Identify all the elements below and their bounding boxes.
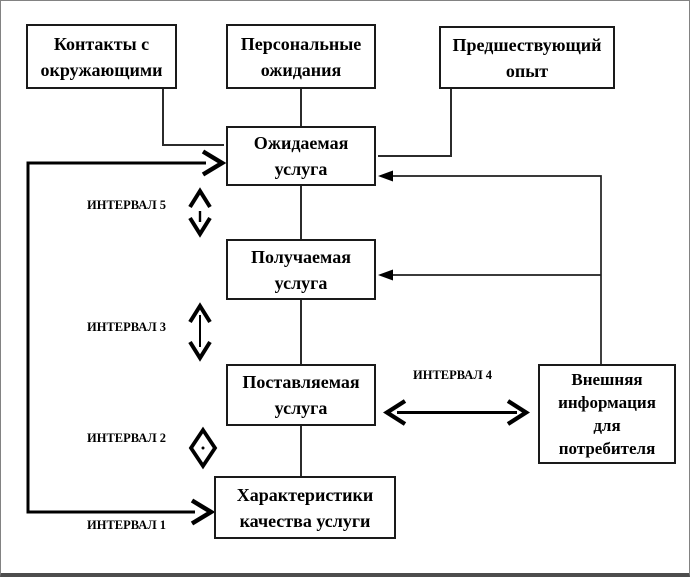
box-line: Поставляемая — [242, 372, 360, 392]
box-line: для — [593, 416, 621, 435]
box-line: Получаемая — [251, 246, 351, 267]
left-loop-arrows — [26, 149, 227, 526]
box-previous-experience: Предшествующий опыт — [439, 26, 615, 89]
box-line: Ожидаемая — [253, 133, 349, 153]
gap4-label: ИНТЕРВАЛ 4 — [413, 368, 493, 382]
box-line: качества услуги — [239, 510, 371, 531]
box-external-information: Внешняя информация для потребителя — [538, 364, 676, 464]
box-line: опыт — [505, 60, 549, 81]
box-service-quality-characteristics: Характеристики качества услуги — [214, 476, 396, 539]
box-line: потребителя — [558, 439, 656, 458]
connector-previous-to-expected — [378, 89, 452, 157]
box-line: услуга — [274, 272, 328, 293]
box-line: Характеристики — [236, 484, 374, 505]
box-line: ожидания — [260, 59, 342, 80]
gap1-label: ИНТЕРВАЛ 1 — [87, 518, 167, 532]
box-delivered-service: Поставляемая услуга — [226, 364, 376, 426]
gap2-diamond — [188, 426, 218, 470]
external-info-arrows — [378, 170, 602, 364]
box-expected-service: Ожидаемая услуга — [226, 126, 376, 186]
gap4-double-arrow — [383, 399, 530, 426]
gap3-label: ИНТЕРВАЛ 3 — [87, 320, 167, 334]
box-received-service: Получаемая услуга — [226, 239, 376, 300]
connector-contacts-to-expected — [162, 89, 224, 146]
gap5-double-arrow — [188, 187, 212, 238]
box-line: информация — [558, 393, 656, 412]
external-to-received-arrowhead — [378, 269, 393, 281]
box-line: окружающими — [40, 59, 163, 80]
arrowhead-into-characteristics — [190, 498, 216, 526]
elbow-connectors — [162, 89, 452, 477]
arrowhead-into-expected — [201, 149, 227, 177]
gap5-label: ИНТЕРВАЛ 5 — [87, 198, 167, 212]
gap2-label: ИНТЕРВАЛ 2 — [87, 431, 167, 445]
left-loop-line — [26, 161, 206, 514]
box-line: услуга — [274, 398, 328, 418]
box-line: Персональные — [240, 33, 362, 54]
box-line: Предшествующий — [452, 34, 602, 55]
box-line: Внешняя — [571, 370, 643, 389]
box-contacts: Контакты с окружающими — [26, 24, 177, 89]
external-to-expected-line — [392, 175, 602, 364]
box-line: услуга — [274, 159, 328, 179]
external-to-expected-arrowhead — [378, 170, 393, 182]
gap3-double-arrow — [188, 302, 212, 362]
box-personal-expectations: Персональные ожидания — [226, 24, 376, 89]
box-line: Контакты с — [53, 33, 150, 54]
